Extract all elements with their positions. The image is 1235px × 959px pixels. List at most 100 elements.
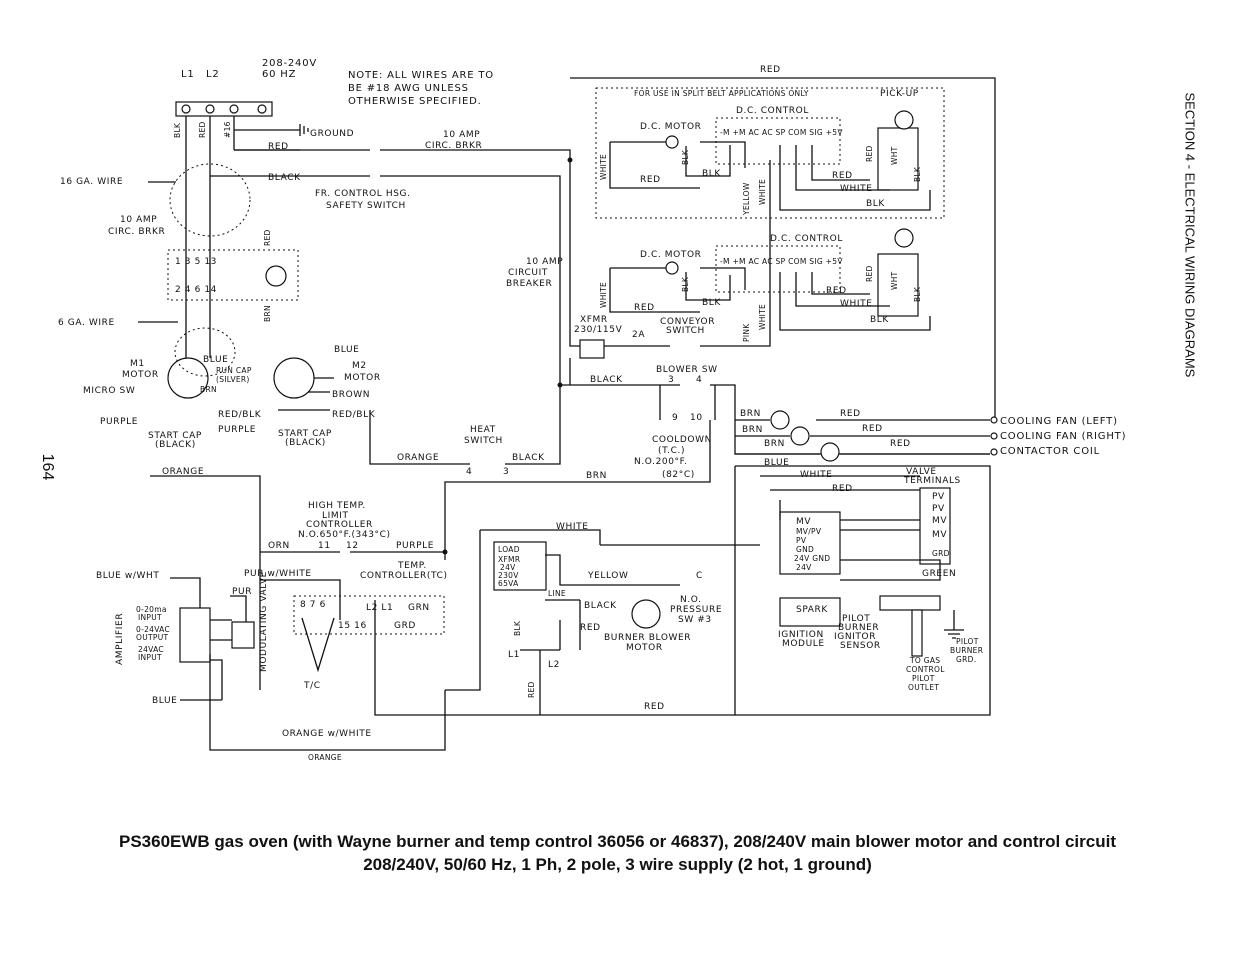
amp-in2: 24VAC — [138, 645, 164, 654]
dc-control-label-1: D.C. CONTROL — [736, 106, 809, 116]
pick-up-head-2 — [894, 228, 914, 248]
terminal-l2 — [205, 104, 215, 114]
n16-label-1: #16 — [223, 121, 232, 138]
tc-label: T/C — [303, 681, 321, 691]
red-label-dc2c: RED — [826, 286, 847, 296]
brn-label-m: BRN — [200, 385, 217, 394]
orange-label-1: ORANGE — [162, 467, 204, 477]
dc-wires-1b — [779, 145, 931, 211]
supply-freq: 60 HZ — [262, 69, 296, 80]
burner-blower-motor — [631, 599, 661, 629]
xfmr-24-3: 230V — [498, 571, 519, 580]
amplifier-label: AMPLIFIER — [115, 613, 125, 665]
xfmr-conveyor: XFMR 230/115V 2A CONVEYOR SWITCH — [557, 157, 771, 388]
high-temp-2: LIMIT — [322, 511, 349, 521]
red-label-fan2: RED — [862, 424, 883, 434]
to-gas-2: CONTROL — [906, 665, 945, 674]
high-temp-3: CONTROLLER — [306, 520, 373, 530]
fan-wires — [735, 419, 990, 455]
amp-in1: 0-20ma — [136, 605, 167, 614]
pur-white-label: PUR w/WHITE — [244, 569, 312, 579]
red-run — [234, 149, 571, 160]
cooldown-9: 9 — [672, 413, 678, 423]
pilot-burner-1: PILOT — [842, 614, 870, 624]
red-label-ign: RED — [832, 484, 853, 494]
mod-term-24vgnd: 24V GND — [794, 554, 830, 563]
blue-label-m: BLUE — [203, 355, 228, 365]
brn-label-coil: BRN — [263, 305, 272, 322]
conveyor-2: SWITCH — [666, 326, 705, 336]
mod-term-gnd: GND — [796, 545, 814, 554]
mod-term-pv: PV — [796, 536, 807, 545]
supply-l2: L2 — [206, 69, 220, 80]
junction-3 — [442, 549, 448, 555]
heat-switch-wires — [369, 385, 561, 465]
black-label-blower: BLACK — [590, 375, 623, 385]
xfmr-symbol — [579, 339, 605, 359]
blk-label-dc2: BLK — [681, 276, 690, 292]
burner-blower-1: BURNER BLOWER — [604, 633, 691, 643]
contactor-coil-label: CONTACTOR COIL — [1000, 446, 1100, 457]
vt-mv1: MV — [932, 516, 947, 526]
white-label-dc2b: WHITE — [758, 304, 767, 330]
heat-sw-3: 3 — [503, 467, 509, 477]
brn-label-fan3: BRN — [764, 439, 785, 449]
cooldown-wire — [444, 420, 711, 550]
breaker-10a-2: CIRC. BRKR — [108, 227, 165, 237]
red-label-bb: RED — [580, 623, 601, 633]
to-gas-1: TO GAS — [909, 656, 940, 665]
supply-block: 208-240V 60 HZ L1 L2 NOTE: ALL WIRES ARE… — [58, 58, 493, 340]
white-label-ign: WHITE — [800, 470, 833, 480]
contactor-bot-terms: 2 4 6 14 — [175, 285, 217, 295]
terminal-l1 — [181, 104, 191, 114]
tc-terms-2: 15 16 — [338, 621, 367, 631]
contactor-coil-symbol — [265, 265, 287, 287]
cooldown-3: N.O.200°F. — [634, 457, 687, 467]
no-c-label: C — [696, 571, 703, 581]
ignition-1: IGNITION — [778, 630, 824, 640]
xfmr-wires — [569, 160, 771, 385]
micro-sw-label: MICRO SW — [83, 386, 135, 396]
amp-in1b: INPUT — [138, 613, 162, 622]
blk-label-1: BLK — [173, 122, 182, 138]
motor-wires — [185, 340, 334, 411]
blue-label-amp: BLUE — [152, 696, 177, 706]
blower-sw-label: BLOWER SW — [656, 365, 718, 375]
amp-out: 0-24VAC — [136, 625, 170, 634]
conveyor-1: CONVEYOR — [660, 317, 715, 327]
ignition-outer-wires — [734, 465, 991, 716]
ten-amp-label-b: CIRC. BRKR — [425, 141, 482, 151]
dc-control-box-2 — [715, 245, 841, 293]
cooldown-4: (82°C) — [662, 470, 695, 480]
amplifier-box — [179, 607, 211, 663]
cooling-fan-left-motor — [770, 410, 790, 430]
purple-label-1: PURPLE — [100, 417, 138, 427]
vt-pv1: PV — [932, 492, 945, 502]
contactor-top-terms: 1 3 5 13 — [175, 257, 217, 267]
pilot-burner-2: BURNER — [838, 623, 879, 633]
red-label-1: RED — [198, 121, 207, 138]
note-line-2: BE #18 AWG UNLESS — [348, 83, 469, 94]
load-label: LOAD — [498, 545, 520, 554]
heat-switch-2: SWITCH — [464, 436, 503, 446]
caption-line-1: PS360EWB gas oven (with Wayne burner and… — [119, 832, 1116, 851]
mod-term-mv: MV — [796, 517, 811, 527]
breaker-group — [169, 163, 251, 237]
wht-label-pu: WHT — [890, 146, 899, 165]
white-label-xfmr: WHITE — [556, 522, 589, 532]
green-label: GREEN — [922, 569, 956, 579]
white-label-dc2: WHITE — [599, 282, 608, 308]
terminal-block — [175, 101, 273, 117]
dc-motor-label-1: D.C. MOTOR — [640, 122, 701, 132]
red-label-l2: RED — [527, 681, 536, 698]
orange-white-wire — [209, 654, 446, 751]
m2-label-1: M2 — [352, 361, 367, 371]
white-label-dc2c: WHITE — [840, 299, 873, 309]
pilot-ground — [944, 610, 964, 639]
run-cap-2: (SILVER) — [216, 375, 250, 384]
wire16-label: 16 GA. WIRE — [60, 177, 123, 187]
vt-grd: GRD — [932, 549, 950, 558]
pilot-grd-1: PILOT — [956, 637, 979, 646]
red-label-pu: RED — [865, 145, 874, 162]
spark-box — [779, 597, 841, 627]
